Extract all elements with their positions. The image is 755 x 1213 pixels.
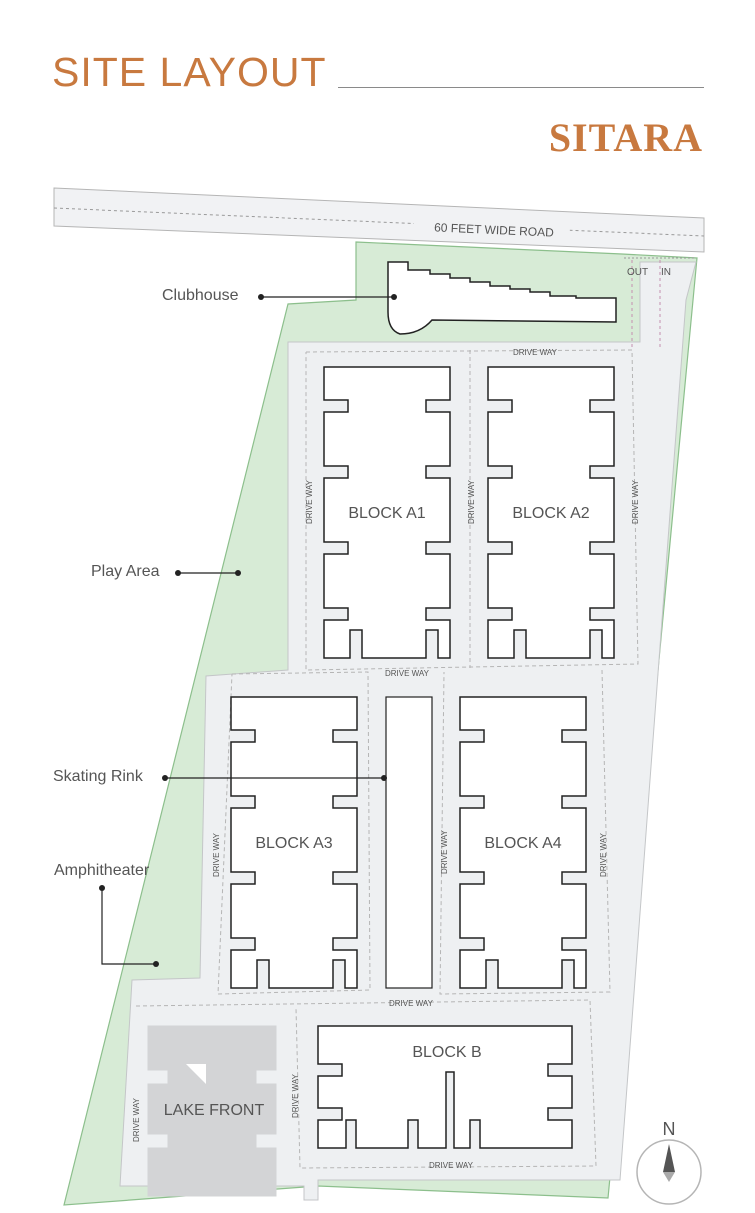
block-label: BLOCK A1 <box>348 505 425 522</box>
clubhouse-label: Clubhouse <box>162 287 239 304</box>
block-b: BLOCK B <box>317 1025 573 1149</box>
brand-logo: SITARA <box>548 115 703 160</box>
driveway-label: DRIVE WAY <box>385 669 430 678</box>
amphitheater-label: Amphitheater <box>54 862 150 879</box>
lake-front-label: LAKE FRONT <box>164 1102 265 1119</box>
driveway-label: DRIVE WAY <box>305 479 314 524</box>
driveway-label: DRIVE WAY <box>440 829 449 874</box>
block-a3: BLOCK A3 <box>230 696 358 989</box>
play-area-label: Play Area <box>91 563 160 580</box>
driveway-label: DRIVE WAY <box>132 1097 141 1142</box>
driveway-lanes <box>135 349 639 1169</box>
driveway-label: DRIVE WAY <box>467 479 476 524</box>
road <box>53 187 705 253</box>
callout-lines <box>101 296 394 965</box>
gate-out-label: OUT <box>627 267 648 278</box>
driveway-label: DRIVE WAY <box>389 999 434 1008</box>
block-a4: BLOCK A4 <box>459 696 587 989</box>
clubhouse-building <box>387 261 617 335</box>
driveway-label: DRIVE WAY <box>429 1161 474 1170</box>
block-label: BLOCK A3 <box>255 835 332 852</box>
road-center-line <box>53 207 705 237</box>
gate-lanes <box>631 260 661 350</box>
road-label-backdrop <box>413 210 571 240</box>
lake-front: LAKE FRONT <box>147 1025 277 1197</box>
driveway-labels: DRIVE WAY DRIVE WAY DRIVE WAY DRIVE WAY … <box>132 348 640 1170</box>
block-label: BLOCK A4 <box>484 835 561 852</box>
compass-icon: N <box>636 1119 702 1205</box>
block-a2: BLOCK A2 <box>487 366 615 659</box>
skating-rink <box>385 696 433 989</box>
skating-rink-label: Skating Rink <box>53 768 143 785</box>
block-a1: BLOCK A1 <box>323 366 451 659</box>
gate-in-label: IN <box>661 267 671 278</box>
compass-north-label: N <box>663 1119 676 1139</box>
road-label: 60 FEET WIDE ROAD <box>434 220 555 239</box>
driveway-label: DRIVE WAY <box>631 479 640 524</box>
driveway-label: DRIVE WAY <box>513 348 558 357</box>
page-title: SITE LAYOUT <box>52 49 327 95</box>
title-divider <box>338 87 704 88</box>
block-label: BLOCK B <box>412 1044 481 1061</box>
block-label: BLOCK A2 <box>512 505 589 522</box>
driveway-label: DRIVE WAY <box>599 832 608 877</box>
callout-dots <box>99 294 397 967</box>
driveway-label: DRIVE WAY <box>212 832 221 877</box>
driveway-label: DRIVE WAY <box>291 1073 300 1118</box>
